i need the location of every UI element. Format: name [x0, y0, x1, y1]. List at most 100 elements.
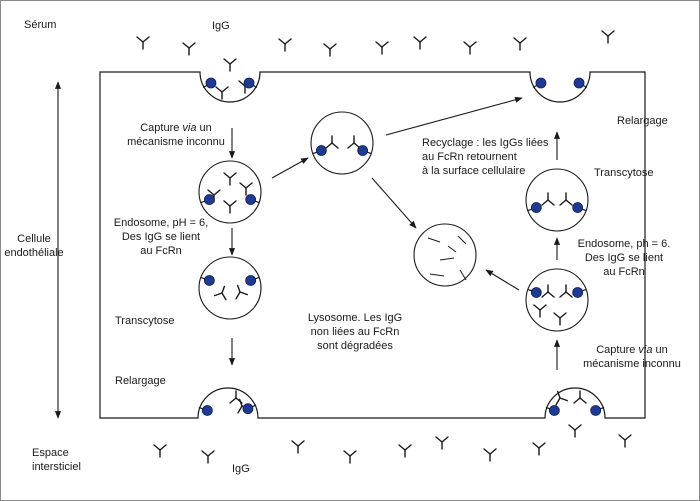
serum-igg: [136, 36, 150, 50]
fcrn-recycling: [315, 145, 327, 156]
degraded-igg-fragments: [427, 235, 467, 281]
endosome-right-line3: au FcRn: [603, 266, 645, 278]
endosome-right-label: Endosome, ph = 6. Des IgG se lient au Fc…: [566, 237, 682, 279]
relargage-left-label: Relargage: [115, 375, 166, 387]
serum-label: Sérum: [24, 19, 57, 31]
espace-label-line1: Espace: [32, 447, 69, 459]
endosome-left-line3: au FcRn: [140, 245, 182, 257]
igg-molecule: [239, 182, 253, 196]
igg-molecule: [553, 312, 567, 326]
fcrn-receptors: [198, 77, 605, 416]
igg-molecules: [136, 30, 632, 464]
fcrn-pit-bottom-right: [548, 405, 560, 416]
interstitial-igg: [343, 450, 357, 464]
serum-igg: [413, 36, 427, 50]
serum-igg: [375, 41, 389, 55]
capture-left-line1: Capture via un: [140, 122, 212, 134]
lysosome-label: Lysosome. Les IgG non liées au FcRn sont…: [300, 311, 410, 353]
fcrn-pit-bottom-left: [242, 403, 254, 415]
igg-molecule: [541, 284, 555, 298]
capture-left-label: Capture via un mécanisme inconnu: [118, 121, 234, 149]
serum-igg: [601, 30, 615, 44]
recyclage-line3: à la surface cellulaire: [422, 165, 526, 177]
igg-molecule: [533, 304, 547, 318]
recyclage-line2: au FcRn retournent: [422, 151, 517, 163]
fcrn-pit-bottom-right: [590, 405, 602, 416]
fcrn-endosome-right: [530, 287, 542, 298]
igg-fragment: [439, 257, 455, 261]
interstitial-igg: [201, 450, 215, 464]
capture-right-line1: Capture via un: [596, 344, 668, 356]
igg-molecule: [325, 135, 339, 149]
igg-bottom-label: IgG: [232, 463, 250, 475]
igg-fragment: [429, 273, 445, 277]
serum-igg: [463, 41, 477, 55]
espace-label: Espace intersticiel: [32, 446, 81, 474]
igg-molecule: [559, 192, 573, 206]
igg-fragment: [447, 245, 457, 253]
igg-molecule: [215, 86, 229, 100]
igg-fragment: [427, 237, 441, 243]
igg-molecule: [223, 200, 237, 214]
igg-molecule: [555, 390, 569, 406]
capture-right-label: Capture via un mécanisme inconnu: [574, 343, 690, 371]
cell-membrane: [99, 71, 646, 419]
interstitial-igg: [153, 444, 167, 458]
igg-molecule: [223, 172, 237, 186]
recyclage-line1: Recyclage : les IgGs liées: [422, 137, 549, 149]
serum-igg: [182, 42, 196, 56]
fcrn-endosome-left: [245, 194, 257, 205]
fcrn-pit-top-left: [243, 77, 255, 89]
igg-molecule: [213, 285, 227, 301]
interstitial-igg: [483, 448, 497, 462]
interstitial-igg: [568, 424, 582, 438]
fcrn-pit-top-right: [573, 77, 585, 89]
fcrn-pit-top-left: [205, 77, 217, 89]
igg-molecule: [235, 284, 249, 300]
fcrn-transcytose-left: [245, 275, 257, 286]
igg-molecule: [573, 390, 587, 404]
endosome-right: [525, 268, 589, 332]
arrow-endosome-right-to-lysosome: [485, 269, 520, 291]
lysosome: [413, 223, 477, 287]
transcytose-vesicle-left: [198, 256, 262, 320]
fcrn-endosome-right: [572, 287, 584, 298]
interstitial-igg: [435, 436, 449, 450]
serum-igg: [323, 43, 337, 57]
capture-right-line2: mécanisme inconnu: [583, 358, 681, 370]
endosome-left-label: Endosome, pH = 6, Des IgG se lient au Fc…: [111, 216, 211, 258]
endosome-left-line2: Des IgG se lient: [121, 231, 201, 243]
relargage-right-label: Relargage: [617, 115, 668, 127]
endosome-left: [198, 160, 262, 224]
transcytose-right-label: Transcytose: [594, 167, 654, 179]
fcrn-transcytose-left: [203, 275, 215, 286]
serum-igg: [513, 37, 527, 51]
arrow-recycling-to-lysosome: [371, 177, 417, 229]
fcrn-pit-bottom-left: [201, 405, 213, 416]
endothelial-cell: [99, 71, 646, 419]
interstitial-igg: [618, 434, 632, 448]
cell-label-line2: endothéliale: [4, 247, 64, 259]
fcrn-recycling: [357, 145, 369, 156]
transcytose-left-label: Transcytose: [115, 315, 175, 327]
capture-left-line2: mécanisme inconnu: [127, 136, 225, 148]
interstitial-igg: [291, 440, 305, 454]
igg-molecule: [223, 58, 237, 72]
fcrn-endosome-left: [203, 194, 215, 205]
endosome-right-line2: Des IgG se lient: [584, 252, 664, 264]
igg-fragment: [459, 269, 467, 281]
arrow-endosome-to-recycling: [271, 157, 309, 179]
transcytose-vesicle-right: [525, 168, 589, 232]
igg-molecule: [541, 192, 555, 206]
lysosome-line3: sont dégradées: [317, 340, 393, 352]
cell-label: Cellule endothéliale: [0, 232, 68, 260]
igg-top-label: IgG: [212, 20, 230, 32]
arrows: [54, 81, 561, 419]
igg-fragment: [457, 235, 467, 245]
recyclage-label: Recyclage : les IgGs liées au FcRn retou…: [422, 136, 549, 178]
fcrn-transcytose-right: [530, 202, 542, 213]
fcrn-pit-top-right: [535, 77, 547, 89]
endosome-right-line1: Endosome, ph = 6.: [577, 238, 671, 250]
lysosome-line1: Lysosome. Les IgG: [307, 312, 403, 324]
